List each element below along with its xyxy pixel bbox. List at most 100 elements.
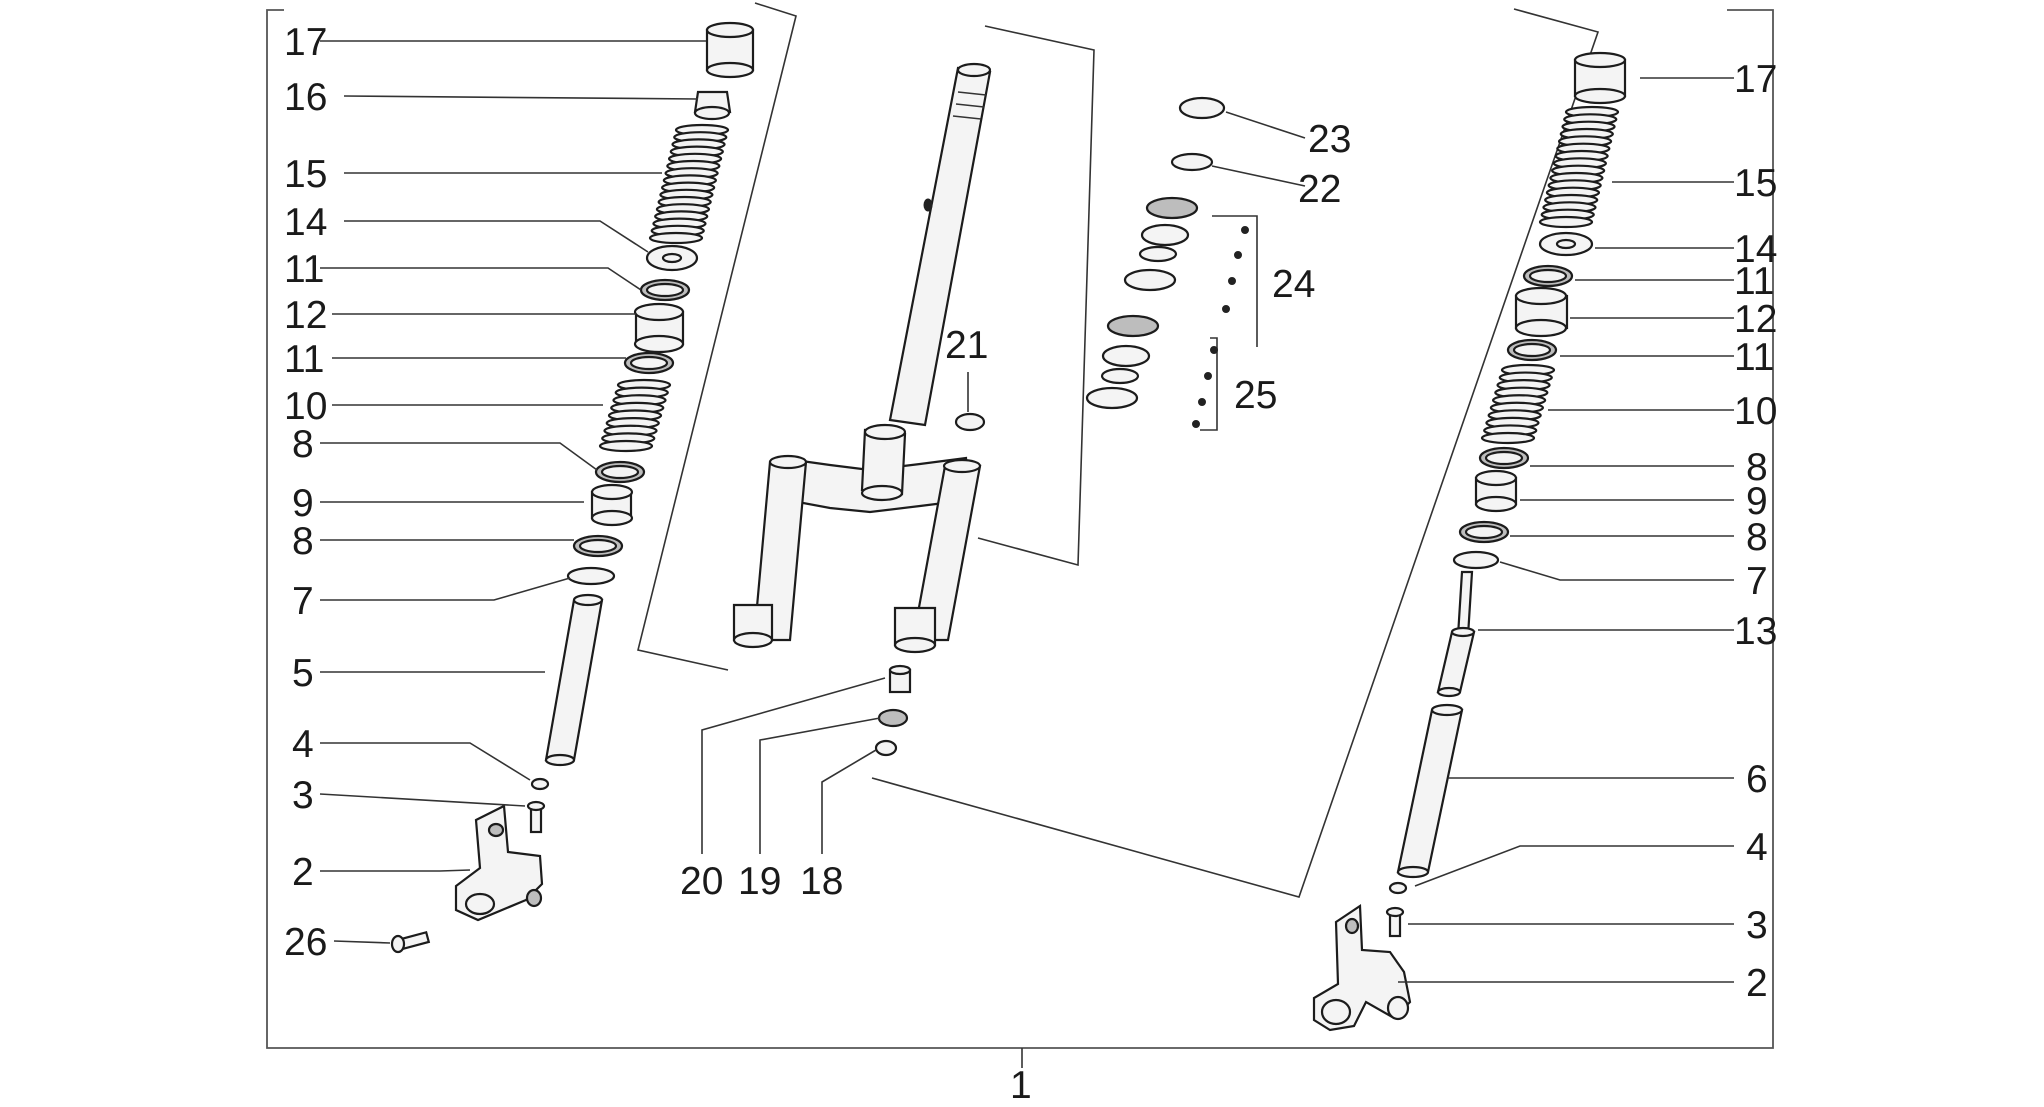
part-washer-4 — [530, 777, 550, 791]
part-washer-14-right-hole — [1555, 238, 1577, 250]
part-washer-14-hole — [661, 252, 683, 264]
center-parts — [732, 62, 1249, 757]
part-bolt-3 — [526, 800, 546, 834]
part-cap — [705, 21, 755, 79]
callout-right-8a: 8 — [1746, 446, 1768, 489]
part-main-spring — [648, 123, 730, 245]
callout-right-17: 17 — [1734, 58, 1777, 101]
callout-right-2: 2 — [1746, 962, 1768, 1005]
callout-right-6: 6 — [1746, 758, 1768, 801]
part-lower-bracket-2 — [454, 804, 544, 922]
callout-center-18: 18 — [800, 860, 843, 903]
callout-left-17: 17 — [284, 21, 327, 64]
part-main-spring-right — [1538, 105, 1620, 229]
leader-lines — [319, 40, 1734, 983]
callout-center-22: 22 — [1298, 168, 1341, 211]
callout-left-26: 26 — [284, 921, 327, 964]
callout-right-11a: 11 — [1734, 260, 1775, 303]
callout-center-24: 24 — [1272, 263, 1315, 306]
part-ring-8a-right-inner — [1484, 450, 1524, 466]
assembly-label: 1 — [1010, 1064, 1032, 1102]
callout-right-11b: 11 — [1734, 336, 1775, 379]
callout-right-8b: 8 — [1746, 516, 1768, 559]
callout-right-7: 7 — [1746, 560, 1768, 603]
right-leg-parts — [1312, 51, 1627, 1032]
callout-left-8b: 8 — [292, 520, 314, 563]
callout-left-8a: 8 — [292, 423, 314, 466]
part-ring-11b-right-inner — [1512, 342, 1552, 358]
part-washer-19 — [877, 708, 909, 728]
part-bushing-9 — [590, 483, 634, 527]
callout-left-12: 12 — [284, 294, 327, 337]
callout-labels: 17 16 15 14 11 12 11 10 8 9 8 7 5 4 3 2 … — [284, 21, 1777, 1107]
callout-right-15: 15 — [1734, 162, 1777, 205]
callout-center-23: 23 — [1308, 118, 1351, 161]
part-bearing-set-24 — [1123, 196, 1199, 292]
part-ring-11a-inner — [645, 282, 685, 298]
callout-left-7: 7 — [292, 580, 314, 623]
spring-coil — [598, 439, 654, 453]
bearing-dots — [1192, 226, 1249, 428]
callout-left-3: 3 — [292, 774, 314, 817]
part-ring-11a-right-inner — [1528, 268, 1568, 284]
callout-left-16: 16 — [284, 76, 327, 119]
part-lower-bracket-2-right — [1312, 904, 1412, 1032]
part-fork-tube-6 — [1396, 703, 1464, 879]
callout-right-12: 12 — [1734, 298, 1777, 341]
callout-left-4: 4 — [292, 723, 314, 766]
callout-right-3: 3 — [1746, 904, 1768, 947]
part-spring-cup — [693, 90, 732, 121]
part-fork-crown — [774, 423, 970, 514]
part-steering-column — [888, 62, 992, 427]
part-ring-8b-right-inner — [1464, 524, 1504, 540]
part-ring-8a-inner — [600, 464, 640, 480]
part-washer-4-right — [1388, 881, 1408, 895]
part-seal-7-right — [1452, 550, 1500, 570]
callout-right-10: 10 — [1734, 390, 1777, 433]
part-damper-rod-13 — [1436, 570, 1476, 698]
spring-coil — [1538, 215, 1594, 229]
part-nut-18 — [874, 739, 898, 757]
part-ring-11b-inner — [629, 355, 669, 371]
callout-center-25: 25 — [1234, 374, 1277, 417]
outer-frame — [266, 9, 1774, 1068]
part-seal-7 — [566, 566, 616, 586]
callout-left-15: 15 — [284, 153, 327, 196]
part-nut-23 — [1178, 96, 1226, 120]
callout-left-10: 10 — [284, 385, 327, 428]
callout-center-21: 21 — [945, 324, 988, 367]
spring-coil — [1480, 431, 1536, 445]
part-bearing-set-25 — [1085, 314, 1160, 410]
callout-right-4: 4 — [1746, 826, 1768, 869]
callout-right-14: 14 — [1734, 228, 1777, 271]
callout-left-2: 2 — [292, 851, 314, 894]
part-bushing-9-right — [1474, 469, 1518, 513]
callout-right-13: 13 — [1734, 610, 1777, 653]
bracket-lines — [637, 2, 1600, 898]
part-bolt-26 — [390, 930, 431, 954]
callout-center-20: 20 — [680, 860, 723, 903]
part-bushing-12-right — [1514, 286, 1569, 338]
callout-left-11b: 11 — [284, 338, 325, 381]
part-nut-21 — [954, 412, 986, 432]
callout-left-5: 5 — [292, 652, 314, 695]
part-spring-10 — [598, 378, 672, 453]
part-fork-tube-5 — [544, 593, 604, 767]
part-sleeve-20 — [888, 664, 912, 694]
part-fork-leg-left — [732, 454, 808, 649]
callout-center-19: 19 — [738, 860, 781, 903]
callout-right-9: 9 — [1746, 480, 1768, 523]
callout-left-9: 9 — [292, 482, 314, 525]
part-bolt-3-right — [1385, 906, 1405, 938]
part-washer-22 — [1170, 152, 1214, 172]
callout-left-11a: 11 — [284, 248, 325, 291]
callout-left-14: 14 — [284, 201, 327, 244]
part-bushing-12 — [633, 302, 685, 354]
part-ring-8b-inner — [578, 538, 618, 554]
part-spring-10-right — [1480, 363, 1556, 445]
spring-coil — [648, 231, 704, 245]
left-leg-parts — [390, 21, 755, 954]
part-cap-right — [1573, 51, 1627, 105]
